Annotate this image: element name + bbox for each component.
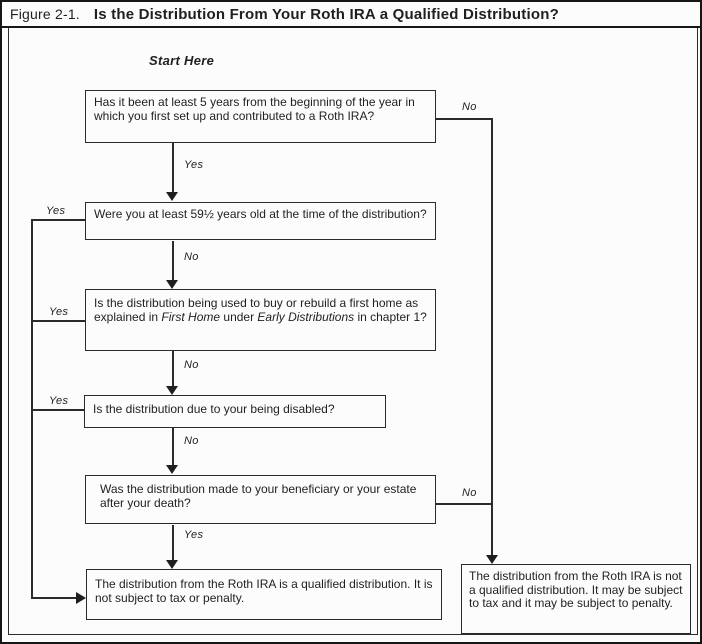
- connector-q2-to-q3: [172, 241, 174, 281]
- connector-q1-no-right: [435, 118, 493, 120]
- result-box-not-qualified: The distribution from the Roth IRA is no…: [461, 564, 691, 634]
- connector-q4-to-q5: [172, 428, 174, 466]
- question-box-five-year-rule: Has it been at least 5 years from the be…: [85, 90, 436, 143]
- connector-q3-yes-left: [31, 320, 85, 322]
- right-no-rail: [491, 118, 493, 555]
- first-home-ref-italic: First Home: [161, 309, 221, 324]
- figure-label: Figure 2-1.: [10, 6, 80, 22]
- figure-header: Figure 2-1. Is the Distribution From You…: [2, 2, 700, 28]
- arrowhead-down-icon: [166, 192, 178, 201]
- first-home-text-3: in chapter 1?: [354, 309, 427, 324]
- start-here-label: Start Here: [149, 53, 215, 68]
- early-distributions-ref-italic: Early Distributions: [257, 309, 355, 324]
- edge-label-yes-q5: Yes: [182, 529, 206, 541]
- edge-label-yes-q4: Yes: [47, 395, 71, 407]
- connector-q5-to-qualified: [172, 525, 174, 561]
- connector-q2-yes-left: [31, 219, 85, 221]
- question-box-first-home: Is the distribution being used to buy or…: [85, 289, 436, 351]
- connector-q4-yes-left: [31, 409, 84, 411]
- question-box-disabled: Is the distribution due to your being di…: [84, 395, 386, 428]
- result-box-qualified: The distribution from the Roth IRA is a …: [86, 569, 442, 620]
- edge-label-no-q5: No: [460, 487, 479, 499]
- arrowhead-down-icon: [166, 386, 178, 395]
- edge-label-yes-q2: Yes: [44, 205, 68, 217]
- edge-label-yes-q1: Yes: [182, 159, 206, 171]
- connector-q5-no-right: [435, 503, 493, 505]
- first-home-text-1: Is the distribution being used to buy or…: [94, 296, 419, 324]
- connector-yes-rail-to-qualified: [31, 597, 77, 599]
- arrowhead-down-icon: [166, 280, 178, 289]
- arrowhead-right-icon: [76, 592, 86, 604]
- edge-label-no-q3: No: [182, 359, 201, 371]
- question-box-beneficiary: Was the distribution made to your benefi…: [85, 475, 436, 524]
- arrowhead-down-icon: [486, 555, 498, 564]
- first-home-text-2: under: [220, 309, 258, 324]
- left-yes-rail: [31, 219, 33, 599]
- figure-title: Is the Distribution From Your Roth IRA a…: [93, 5, 559, 23]
- edge-label-no-q1: No: [460, 101, 479, 113]
- arrowhead-down-icon: [166, 560, 178, 569]
- edge-label-yes-q3: Yes: [47, 306, 71, 318]
- arrowhead-down-icon: [166, 465, 178, 474]
- connector-q1-to-q2: [172, 143, 174, 192]
- question-box-age-59-half: Were you at least 59½ years old at the t…: [85, 202, 436, 240]
- flowchart-frame: [8, 28, 698, 635]
- edge-label-no-q2: No: [182, 251, 201, 263]
- connector-q3-to-q4: [172, 351, 174, 387]
- edge-label-no-q4: No: [182, 435, 201, 447]
